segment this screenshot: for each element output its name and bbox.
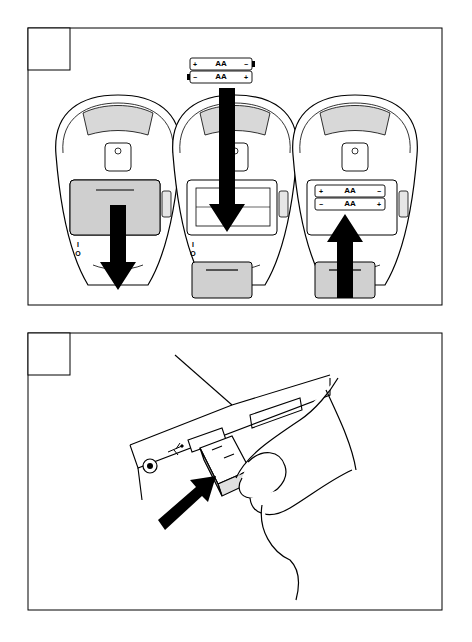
- battery-marking: −: [319, 201, 323, 208]
- battery-marking: AA: [215, 60, 227, 68]
- drawing-stroke: [250, 470, 352, 515]
- drawing-stroke: [192, 262, 252, 298]
- drawing-stroke: [181, 445, 183, 447]
- switch-mark: O: [190, 250, 195, 257]
- arrow: [100, 205, 136, 290]
- battery: [315, 185, 385, 197]
- drawing-stroke: [175, 355, 232, 405]
- drawing-stroke: [96, 189, 134, 190]
- drawing-stroke: [138, 468, 142, 500]
- drawing-stroke: [147, 463, 153, 469]
- battery: [315, 198, 385, 210]
- drawing-stroke: [168, 443, 182, 455]
- step-box: [28, 28, 70, 70]
- battery-marking: +: [193, 61, 197, 68]
- drawing-stroke: [187, 74, 190, 80]
- hand: [236, 378, 356, 600]
- arrow: [158, 476, 216, 530]
- switch-mark: I: [77, 241, 79, 248]
- drawing-stroke: [252, 61, 255, 67]
- drawing-stroke: [326, 390, 356, 470]
- battery-marking: −: [244, 61, 248, 68]
- battery: [190, 71, 252, 83]
- drawing-stroke: [293, 95, 418, 285]
- battery: [190, 58, 252, 70]
- laptop: [130, 355, 330, 500]
- battery-marking: −: [377, 188, 381, 195]
- drawing-stroke: [212, 446, 234, 458]
- step-box: [28, 333, 70, 375]
- switch-mark: I: [192, 241, 194, 248]
- panel-frame: [28, 333, 442, 610]
- battery-marking: +: [377, 201, 381, 208]
- arrow: [209, 88, 245, 232]
- battery-marking: −: [193, 74, 197, 81]
- arrow: [327, 214, 363, 298]
- battery-marking: +: [319, 188, 323, 195]
- switch-mark: O: [75, 250, 80, 257]
- battery-marking: AA: [344, 200, 356, 208]
- battery-marking: AA: [215, 73, 227, 81]
- usb-symbol: [168, 443, 183, 455]
- panel-frame: [28, 28, 442, 305]
- drawing-stroke: [261, 505, 298, 600]
- audio-jack: [143, 459, 157, 473]
- battery-marking: AA: [344, 187, 356, 195]
- battery-marking: +: [244, 74, 248, 81]
